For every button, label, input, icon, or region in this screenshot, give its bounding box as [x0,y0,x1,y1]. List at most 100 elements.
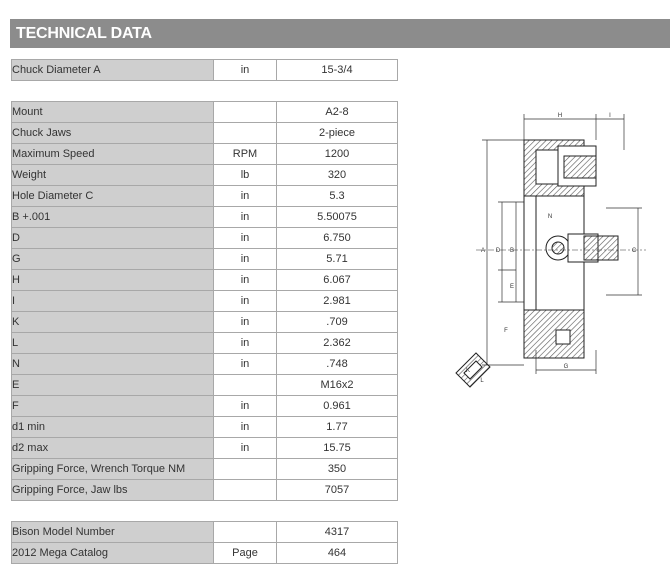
row-unit [213,521,277,543]
row-value: 0.961 [276,395,398,417]
row-label: d2 max [11,437,214,459]
dim-label-h: H [558,113,562,119]
table-row: Gripping Force, Wrench Torque NM 350 [11,458,398,480]
table-row: Bison Model Number 4317 [11,521,398,543]
row-label: B +.001 [11,206,214,228]
row-unit: in [213,269,277,291]
row-label: F [11,395,214,417]
row-label: E [11,374,214,396]
row-value: 5.50075 [276,206,398,228]
row-value: .709 [276,311,398,333]
row-label: Gripping Force, Wrench Torque NM [11,458,214,480]
dim-label-n: N [548,214,552,220]
row-unit: in [213,416,277,438]
row-value: 6.067 [276,269,398,291]
row-unit: in [213,185,277,207]
row-unit [213,101,277,123]
row-value: 464 [276,542,398,564]
row-unit: in [213,248,277,270]
table-row: E M16x2 [11,374,398,396]
row-value: 6.750 [276,227,398,249]
row-value: .748 [276,353,398,375]
row-label: N [11,353,214,375]
row-unit: in [213,395,277,417]
table-row: Chuck Jaws 2-piece [11,122,398,144]
row-label: Maximum Speed [11,143,214,165]
row-value: 7057 [276,479,398,501]
row-unit [213,374,277,396]
row-unit: lb [213,164,277,186]
row-label: Chuck Diameter A [11,59,214,81]
row-label: Hole Diameter C [11,185,214,207]
row-unit: in [213,311,277,333]
row-unit [213,122,277,144]
row-unit [213,458,277,480]
dim-label-g: G [564,364,569,370]
dim-label-b: B [510,248,514,254]
dim-label-i: I [609,113,611,119]
row-value: 15.75 [276,437,398,459]
section-header: TECHNICAL DATA [10,19,670,48]
row-label: Weight [11,164,214,186]
row-value: 1200 [276,143,398,165]
dim-label-d: D [496,248,501,254]
row-unit: in [213,290,277,312]
row-label: Bison Model Number [11,521,214,543]
row-value: M16x2 [276,374,398,396]
row-label: G [11,248,214,270]
row-value: 320 [276,164,398,186]
row-label: Mount [11,101,214,123]
row-unit: in [213,353,277,375]
row-label: Chuck Jaws [11,122,214,144]
row-label: L [11,332,214,354]
row-value: A2-8 [276,101,398,123]
row-value: 2-piece [276,122,398,144]
chuck-technical-drawing: H I N A D B E F G C K L [455,113,646,388]
section-title: TECHNICAL DATA [16,25,152,42]
table-row: Gripping Force, Jaw lbs 7057 [11,479,398,501]
row-label: 2012 Mega Catalog [11,542,214,564]
row-value: 1.77 [276,416,398,438]
row-unit: RPM [213,143,277,165]
row-unit: in [213,206,277,228]
row-unit [213,479,277,501]
row-unit: in [213,332,277,354]
row-label: d1 min [11,416,214,438]
row-value: 4317 [276,521,398,543]
table-row: Mount A2-8 [11,101,398,123]
row-label: Gripping Force, Jaw lbs [11,479,214,501]
dim-label-e: E [510,284,514,290]
row-label: K [11,311,214,333]
row-value: 5.71 [276,248,398,270]
dim-label-c: C [632,248,637,254]
row-label: D [11,227,214,249]
row-value: 2.981 [276,290,398,312]
row-value: 2.362 [276,332,398,354]
dim-label-a: A [481,248,485,254]
dim-label-k: K [466,368,470,374]
row-value: 350 [276,458,398,480]
row-label: I [11,290,214,312]
row-label: H [11,269,214,291]
row-unit: in [213,227,277,249]
row-unit: in [213,59,277,81]
row-value: 5.3 [276,185,398,207]
